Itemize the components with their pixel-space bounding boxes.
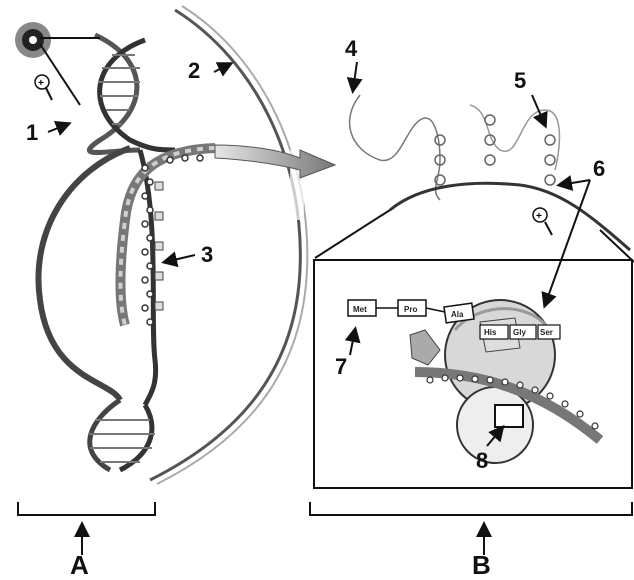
svg-text:+: + [536, 211, 542, 222]
dna-helix-top [89, 35, 175, 153]
ribosome-site-1: His [484, 328, 497, 337]
amino-acid-pro: Pro [404, 305, 417, 314]
nuclear-membrane [150, 6, 307, 484]
mrna-transcript [120, 148, 215, 325]
translation-inset: Met Pro Ala His Gly Ser [314, 260, 632, 488]
label-b: B [472, 552, 491, 578]
magnifier-icon: + [15, 22, 100, 105]
ribosome-site-2: Gly [513, 328, 526, 337]
label-5: 5 [514, 70, 526, 92]
bracket-b [310, 502, 632, 555]
polypeptide-chains [350, 95, 630, 250]
label-2: 2 [188, 60, 200, 82]
label-3: 3 [201, 244, 213, 266]
label-4: 4 [345, 38, 357, 60]
magnifier-icon: + [533, 208, 552, 235]
label-8: 8 [476, 450, 488, 472]
bracket-a [18, 502, 155, 555]
ribosome-site-3: Ser [540, 328, 553, 337]
label-6: 6 [593, 158, 605, 180]
dna-helix-bottom [88, 400, 155, 470]
label-7: 7 [335, 356, 347, 378]
label-1: 1 [26, 122, 38, 144]
svg-text:+: + [38, 78, 44, 89]
export-arrow [215, 145, 335, 178]
amino-acid-ala: Ala [451, 310, 464, 319]
zoom-lines [315, 210, 634, 262]
amino-acid-met: Met [353, 305, 367, 314]
label-a: A [70, 552, 89, 578]
